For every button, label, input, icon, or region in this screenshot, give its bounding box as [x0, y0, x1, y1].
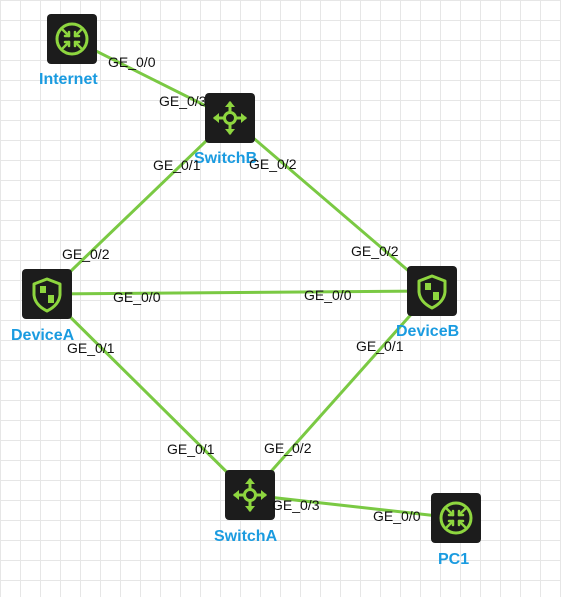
router-icon [439, 501, 473, 535]
node-label-internet: Internet [39, 71, 98, 88]
port-label-deviceb-to-switchb: GE_0/2 [351, 243, 399, 259]
node-label-switcha: SwitchA [214, 528, 278, 545]
node-icon-background [47, 14, 97, 64]
switch-icon [213, 101, 247, 135]
router-icon [55, 22, 89, 56]
port-label-devicea-to-deviceb: GE_0/0 [113, 289, 161, 305]
port-label-internet-to-switchb: GE_0/0 [108, 54, 156, 70]
node-label-pc1: PC1 [438, 551, 469, 568]
node-icon-background [225, 470, 275, 520]
node-icon-background [205, 93, 255, 143]
links-layer [45, 37, 458, 520]
link-switchb-devicea [45, 116, 232, 296]
node-icon-background [22, 269, 72, 319]
port-label-switcha-to-pc1: GE_0/3 [272, 497, 320, 513]
link-devicea-switcha [45, 292, 252, 497]
port-label-switchb-to-deviceb: GE_0/2 [249, 156, 297, 172]
port-label-switcha-to-deviceb: GE_0/2 [264, 440, 312, 456]
link-internet-switchb [70, 37, 232, 120]
node-label-devicea: DeviceA [11, 327, 75, 344]
node-label-switchb: SwitchB [194, 150, 257, 167]
node-switchb[interactable]: SwitchB [194, 93, 257, 167]
link-switcha-pc1 [248, 493, 458, 520]
port-label-switchb-to-devicea: GE_0/1 [153, 157, 201, 173]
port-label-switcha-to-devicea: GE_0/1 [167, 441, 215, 457]
firewall-icon [417, 274, 447, 310]
port-label-devicea-to-switchb: GE_0/2 [62, 246, 110, 262]
port-label-deviceb-to-switcha: GE_0/1 [356, 338, 404, 354]
node-internet[interactable]: Internet [39, 14, 98, 88]
switch-icon [233, 478, 267, 512]
node-label-deviceb: DeviceB [396, 323, 459, 340]
node-deviceb[interactable]: DeviceB [396, 266, 459, 340]
node-icon-background [407, 266, 457, 316]
port-labels-layer: GE_0/0GE_0/3GE_0/1GE_0/2GE_0/2GE_0/2GE_0… [62, 54, 421, 524]
port-label-switchb-to-internet: GE_0/3 [159, 93, 207, 109]
link-switchb-deviceb [228, 116, 434, 293]
node-switcha[interactable]: SwitchA [214, 470, 278, 545]
port-label-devicea-to-switcha: GE_0/1 [67, 340, 115, 356]
port-label-pc1-to-switcha: GE_0/0 [373, 508, 421, 524]
link-deviceb-switcha [248, 289, 434, 497]
port-label-deviceb-to-devicea: GE_0/0 [304, 287, 352, 303]
node-pc1[interactable]: PC1 [431, 493, 481, 568]
node-devicea[interactable]: DeviceA [11, 269, 75, 344]
firewall-icon [32, 277, 62, 313]
node-icon-background [431, 493, 481, 543]
link-devicea-deviceb [45, 289, 434, 296]
